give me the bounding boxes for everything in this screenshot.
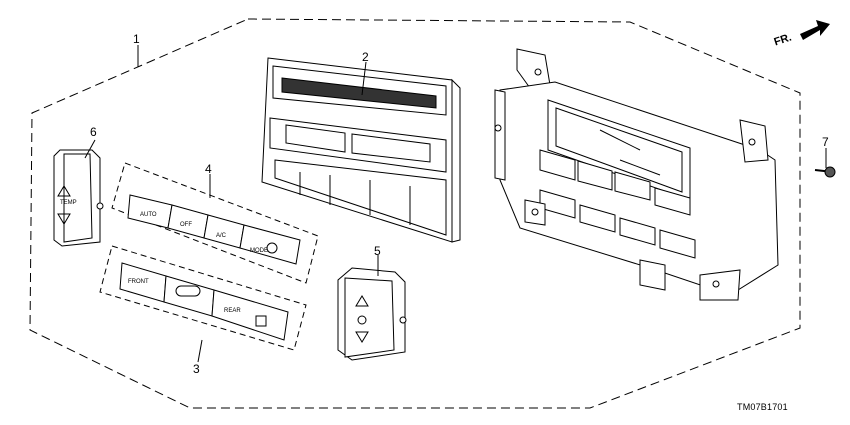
off-label: OFF xyxy=(180,222,192,228)
assembly-boundary xyxy=(29,18,801,409)
part-temp-switch xyxy=(53,149,104,247)
front-label: FRONT xyxy=(128,279,149,285)
part-4-boundary xyxy=(111,162,319,284)
part-defroster-switch-panel xyxy=(119,262,289,341)
part-control-unit xyxy=(494,48,779,301)
part-screw xyxy=(814,166,836,178)
part-ac-switch-panel xyxy=(127,194,301,265)
callout-6: 6 xyxy=(90,125,97,139)
rear-label: REAR xyxy=(224,308,241,314)
part-3-boundary xyxy=(99,245,307,351)
callout-7: 7 xyxy=(822,135,829,149)
drawing-code: TM07B1701 xyxy=(737,402,788,412)
part-fan-switch xyxy=(337,267,407,361)
part-bezel xyxy=(261,57,461,243)
auto-label: AUTO xyxy=(140,212,157,218)
leader-lines xyxy=(84,45,827,363)
front-direction-arrow xyxy=(800,20,830,40)
mode-label: MODE xyxy=(250,248,268,254)
callout-5: 5 xyxy=(374,244,381,258)
ac-label: A/C xyxy=(216,233,227,239)
callout-3: 3 xyxy=(193,362,200,376)
callout-2: 2 xyxy=(362,50,369,64)
callout-4: 4 xyxy=(205,162,212,176)
temp-label: TEMP xyxy=(60,200,77,206)
callout-1: 1 xyxy=(133,32,140,46)
